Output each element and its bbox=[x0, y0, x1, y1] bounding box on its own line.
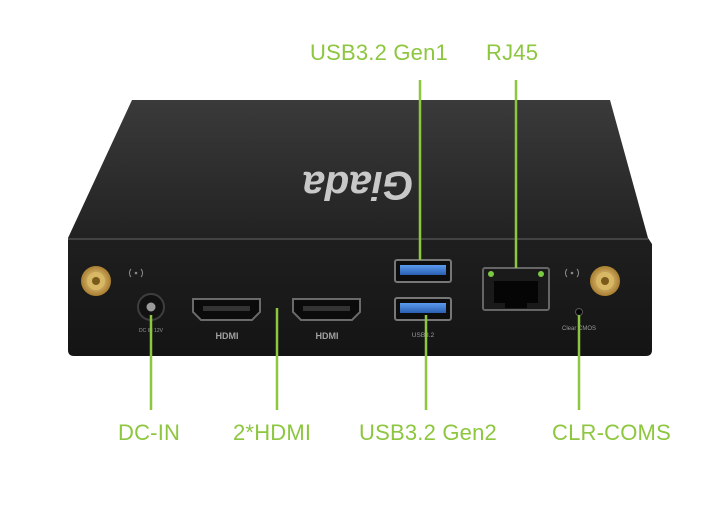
callout-dc-in: DC-IN bbox=[118, 420, 181, 445]
callout-usb-gen2: USB3.2 Gen2 bbox=[359, 420, 497, 445]
dc-jack-icon bbox=[137, 293, 165, 321]
usb-port-icon bbox=[394, 259, 452, 283]
usb-panel-label: USB3.2 bbox=[412, 332, 435, 339]
chassis-top bbox=[68, 100, 648, 238]
hdmi-port-icon bbox=[292, 298, 361, 321]
brand-logo: Giada bbox=[302, 163, 413, 207]
cmos-button-icon bbox=[575, 308, 583, 316]
wifi-antenna-right bbox=[590, 266, 620, 296]
wifi-antenna-left bbox=[81, 266, 111, 296]
hdmi-label-1: HDMI bbox=[216, 331, 239, 341]
callout-usb-gen1: USB3.2 Gen1 bbox=[310, 40, 448, 65]
hdmi-label-2: HDMI bbox=[316, 331, 339, 341]
rj45-port-icon bbox=[482, 267, 550, 311]
callout-rj45: RJ45 bbox=[486, 40, 539, 65]
usb-port-icon bbox=[394, 297, 452, 321]
callout-clr-coms: CLR-COMS bbox=[552, 420, 671, 445]
callout-hdmi: 2*HDMI bbox=[233, 420, 312, 445]
wifi-icon bbox=[565, 268, 579, 278]
hdmi-port-icon bbox=[192, 298, 261, 321]
